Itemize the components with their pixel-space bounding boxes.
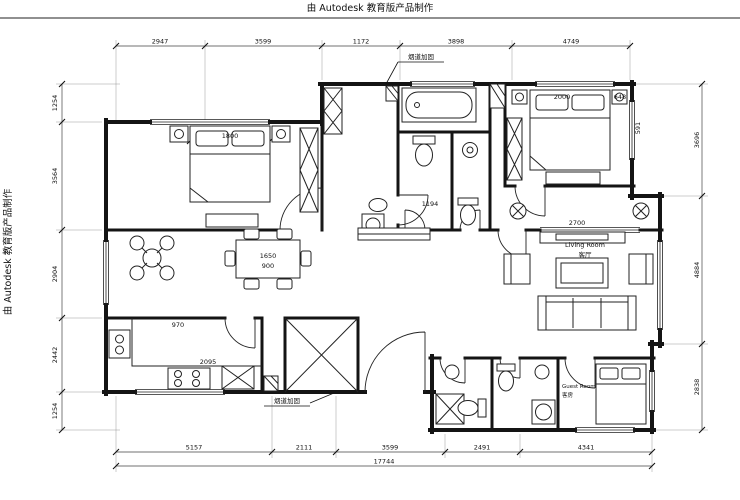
dim-right-1: 3696	[693, 132, 701, 149]
labels-layer: 烟道加固 烟道加固 Living Room 客厅 Guest Room 客房 1…	[172, 52, 642, 407]
windows	[103, 81, 663, 433]
wardrobe-hall	[323, 87, 343, 135]
dim-left-5: 1254	[51, 403, 59, 420]
dim-left-4: 2442	[51, 347, 59, 364]
dim-top-2: 3599	[255, 38, 272, 46]
sink-top-bath	[462, 142, 478, 158]
dim-top-3: 1172	[353, 38, 370, 46]
dim-interior-dining-w: 900	[262, 262, 274, 270]
dim-interior-tr-bed: 2000	[554, 93, 571, 101]
dim-right-3: 2838	[693, 379, 701, 396]
dim-top-1: 2947	[152, 38, 169, 46]
leisure-table-set	[129, 235, 175, 281]
furniture-layer	[108, 87, 654, 425]
dim-interior-tl-bed: 1800	[222, 132, 239, 140]
dimension-layer: 2947 3599 1172 3898 4749 5157 2111 3599 …	[51, 38, 708, 472]
doors-layer	[224, 185, 596, 393]
armchair-right	[628, 253, 654, 285]
dim-bottom-5: 4341	[578, 444, 595, 452]
living-room-label-cn: 客厅	[579, 250, 593, 259]
coffee-table	[555, 257, 609, 289]
dim-interior-dining-l: 1650	[260, 252, 277, 260]
dim-top-4: 3898	[448, 38, 465, 46]
guest-bed	[595, 363, 647, 425]
flue-label-bottom: 烟道加固	[274, 396, 300, 405]
edu-stamp-layer: 由 Autodesk 教育版产品制作 由 Autodesk 教育版产品制作	[0, 2, 740, 315]
plant-right	[632, 202, 650, 220]
bed-master-left	[169, 125, 291, 228]
dim-left-3: 2904	[51, 266, 59, 283]
wardrobe-left-room	[299, 127, 319, 213]
bathtub	[401, 87, 477, 123]
hall-console	[357, 227, 431, 241]
flue-box-top	[385, 85, 399, 102]
dim-bottom-2: 2111	[296, 444, 313, 452]
flue-box-mid	[489, 83, 506, 109]
dim-interior-kitchen-bottom: 2095	[200, 358, 217, 366]
guest-room-label-en: Guest Room	[562, 384, 596, 390]
toilet-top-left	[412, 135, 436, 167]
dim-interior-window-right: 591	[634, 122, 642, 134]
shaft	[283, 316, 360, 394]
sofa	[537, 295, 637, 331]
dim-top-5: 4749	[563, 38, 580, 46]
plant-left	[509, 202, 527, 220]
dim-left-2: 3564	[51, 168, 59, 185]
flue-label-top: 烟道加固	[408, 52, 434, 61]
dim-interior-kitchen-top: 970	[172, 321, 184, 329]
edu-stamp-top: 由 Autodesk 教育版产品制作	[307, 2, 434, 14]
toilet-bottom-left	[444, 364, 487, 418]
dim-bottom-1: 5157	[186, 444, 203, 452]
dining-table	[224, 228, 312, 290]
dim-bottom-3: 3599	[382, 444, 399, 452]
toilet-bottom-right	[496, 363, 556, 425]
dim-interior-tr-side: 648	[614, 93, 626, 101]
dim-bottom-total: 17744	[374, 458, 395, 466]
dim-interior-hall: 1194	[422, 200, 439, 208]
toilet-top-right	[457, 197, 479, 226]
dim-right-2: 4884	[693, 262, 701, 279]
guest-room-label-cn: 客房	[562, 391, 574, 399]
laundry-sink	[368, 198, 388, 212]
dim-bottom-4: 2491	[474, 444, 491, 452]
dim-left-1: 1254	[51, 95, 59, 112]
edu-stamp-left: 由 Autodesk 教育版产品制作	[2, 188, 14, 315]
flue-box-bottom	[263, 375, 279, 392]
bed-master-right	[511, 89, 628, 185]
armchair-left	[503, 253, 531, 285]
kitchen-counter	[108, 318, 262, 390]
living-room-label-en: Living Room	[565, 241, 605, 249]
tv-cabinet	[539, 231, 626, 244]
dim-interior-living-top: 2700	[569, 219, 586, 227]
wardrobe-right-room	[506, 117, 523, 181]
